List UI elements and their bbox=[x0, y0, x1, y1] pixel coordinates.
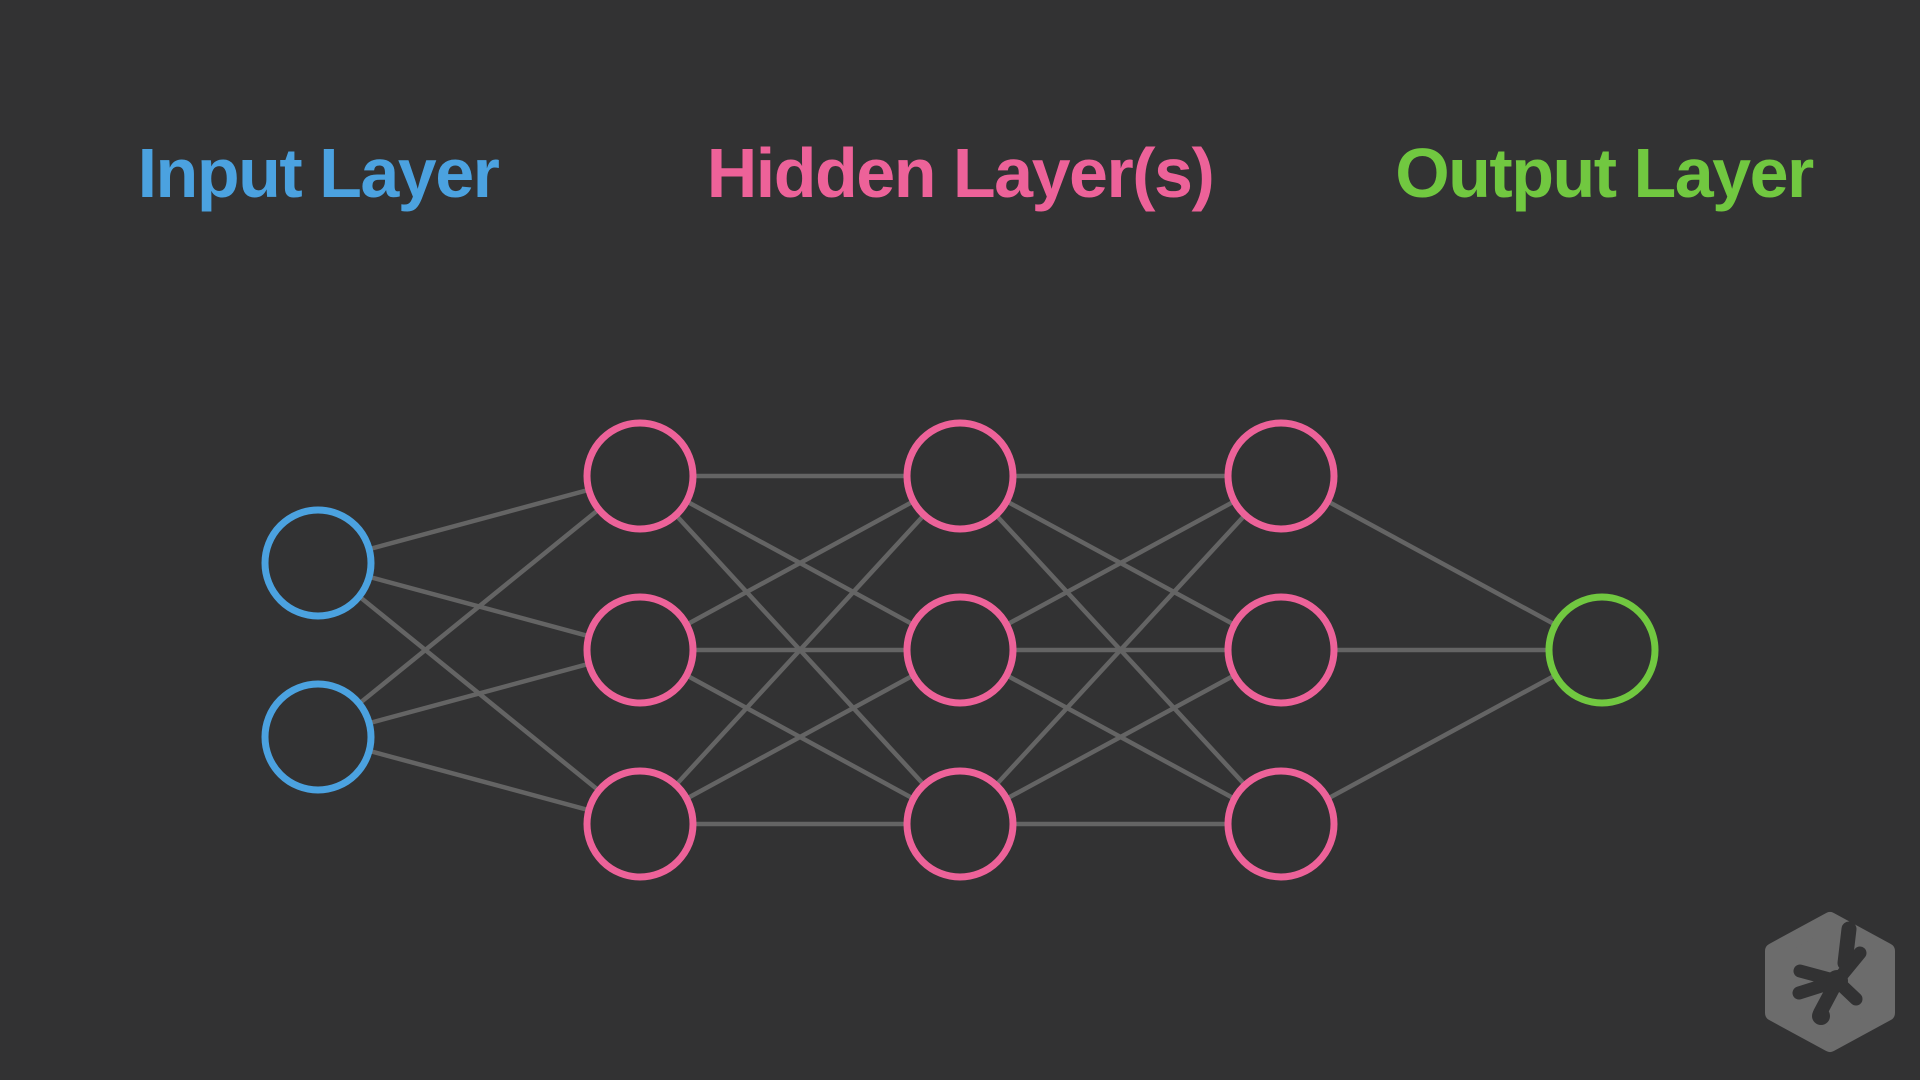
hidden-3-node-1 bbox=[1224, 419, 1338, 533]
hidden-1-node-2 bbox=[583, 593, 697, 707]
input-node-2 bbox=[261, 680, 375, 794]
hidden-1-node-3 bbox=[583, 767, 697, 881]
edge-input-to-hidden-1 bbox=[316, 474, 642, 739]
output-node-1 bbox=[1545, 593, 1659, 707]
input-node-1 bbox=[261, 506, 375, 620]
hidden-2-node-1 bbox=[903, 419, 1017, 533]
output-layer-label: Output Layer bbox=[1395, 134, 1814, 212]
edge-hidden-2-to-hidden-3 bbox=[958, 474, 1283, 652]
hidden-2-node-3 bbox=[903, 767, 1017, 881]
edge-hidden-2-to-hidden-3 bbox=[958, 474, 1283, 826]
edge-hidden-1-to-hidden-2 bbox=[638, 474, 962, 652]
hidden-3-node-2 bbox=[1224, 593, 1338, 707]
edge-hidden-2-to-hidden-3 bbox=[958, 648, 1283, 826]
edge-hidden-3-to-output bbox=[1279, 648, 1604, 826]
hidden-2-node-2 bbox=[903, 593, 1017, 707]
hidden-3-node-3 bbox=[1224, 767, 1338, 881]
edge-hidden-1-to-hidden-2 bbox=[638, 474, 962, 826]
edge-hidden-1-to-hidden-2 bbox=[638, 648, 962, 826]
edge-hidden-3-to-output bbox=[1279, 474, 1604, 652]
hidden-layer-label: Hidden Layer(s) bbox=[706, 134, 1215, 212]
input-layer-label: Input Layer bbox=[137, 134, 500, 212]
hidden-1-node-1 bbox=[583, 419, 697, 533]
